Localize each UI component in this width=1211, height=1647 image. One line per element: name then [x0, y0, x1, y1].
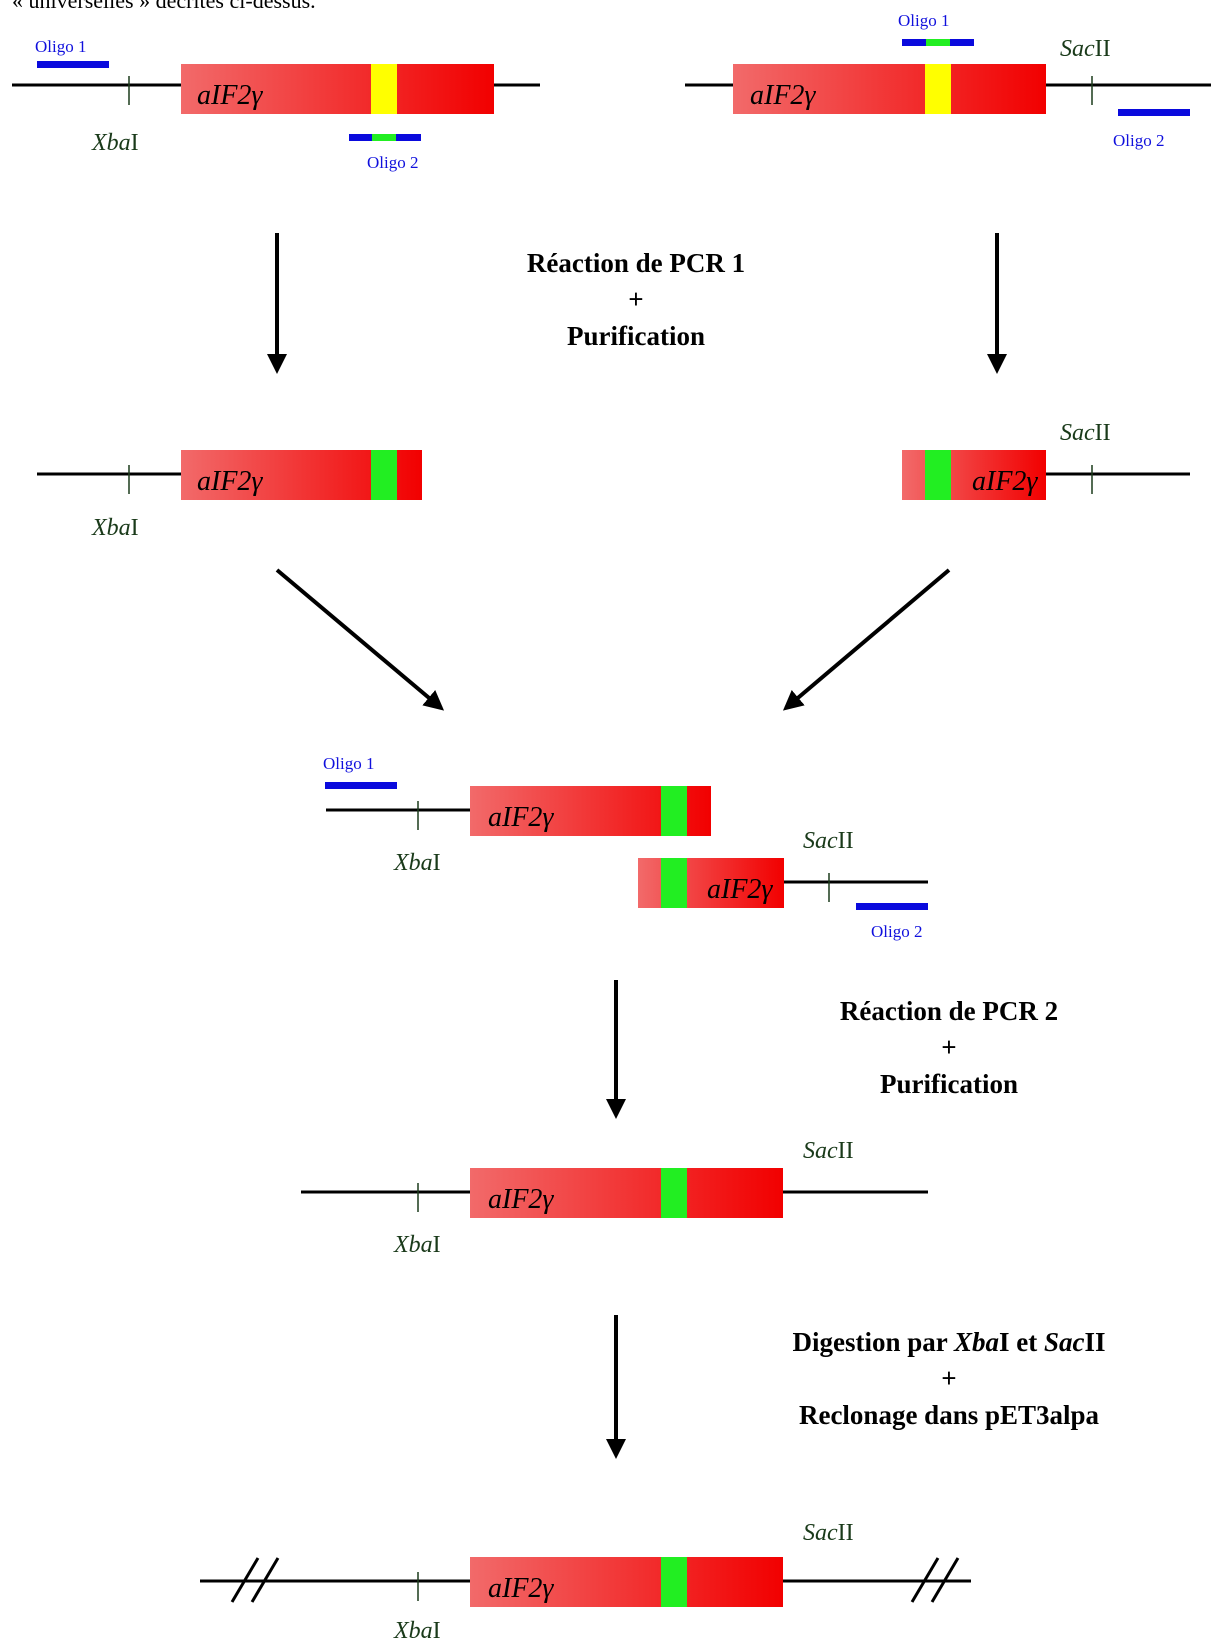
svg-text:+: + [941, 1032, 956, 1062]
svg-text:Réaction de PCR 1: Réaction de PCR 1 [527, 248, 745, 278]
oligo1-label: Oligo 1 [323, 754, 374, 773]
gene-label: aIF2γ [707, 874, 773, 905]
gene-box [470, 1557, 783, 1607]
gene-box [181, 64, 494, 114]
template-right: aIF2γ Oligo 1 Oligo 2 SacII [685, 11, 1211, 150]
xbai-label: XbaI [393, 1618, 441, 1642]
mutation-site [661, 786, 687, 836]
oligo2-bar [1118, 109, 1190, 116]
svg-text:Reclonage dans pET3alpa: Reclonage dans pET3alpa [799, 1400, 1100, 1430]
oligo2-label: Oligo 2 [1113, 131, 1164, 150]
oligo2-label: Oligo 2 [367, 153, 418, 172]
gene-box [470, 1168, 783, 1218]
template-left: Oligo 1 aIF2γ Oligo 2 XbaI [12, 37, 540, 172]
vector-break-left [230, 1557, 280, 1603]
oligo1-label: Oligo 1 [898, 11, 949, 30]
svg-text:+: + [941, 1363, 956, 1393]
gene-label: aIF2γ [488, 1184, 554, 1215]
sacii-label: SacII [803, 828, 854, 854]
intro-text: « universelles » décrites ci-dessus. [12, 0, 316, 13]
gene-label: aIF2γ [197, 466, 263, 497]
step-pcr2-label: Réaction de PCR 2 + Purification [840, 996, 1058, 1099]
svg-text:Purification: Purification [567, 321, 705, 351]
annealed-top-fragment: Oligo 1 aIF2γ XbaI [323, 754, 711, 876]
step-pcr1-label: Réaction de PCR 1 + Purification [527, 248, 745, 351]
pcr-product-right: aIF2γ SacII [902, 420, 1190, 500]
oligo1-bar [325, 782, 397, 789]
gene-label: aIF2γ [197, 80, 263, 111]
mutation-site [371, 64, 397, 114]
annealed-bottom-fragment: aIF2γ Oligo 2 SacII [638, 828, 928, 941]
sacii-label: SacII [803, 1520, 854, 1546]
oligo2-mutation [372, 134, 396, 141]
oligo1-mutation [926, 39, 950, 46]
oligo2-bar [856, 903, 928, 910]
xbai-label: XbaI [91, 515, 139, 541]
oligo2-label: Oligo 2 [871, 922, 922, 941]
gene-label: aIF2γ [488, 1573, 554, 1604]
arrow-diagonal [275, 568, 445, 711]
mutation-site [371, 450, 397, 500]
xbai-label: XbaI [91, 130, 139, 156]
gene-label: aIF2γ [488, 802, 554, 833]
oligo1-label: Oligo 1 [35, 37, 86, 56]
xbai-label: XbaI [393, 850, 441, 876]
gene-box [733, 64, 1046, 114]
mutation-site [661, 1168, 687, 1218]
svg-text:Réaction de PCR 2: Réaction de PCR 2 [840, 996, 1058, 1026]
mutation-site [925, 64, 951, 114]
svg-text:Purification: Purification [880, 1069, 1018, 1099]
sacii-label: SacII [1060, 36, 1111, 62]
svg-text:+: + [628, 284, 643, 314]
sacii-label: SacII [803, 1138, 854, 1164]
mutation-site [661, 858, 687, 908]
mutation-site [925, 450, 951, 500]
recloned-vector: aIF2γ XbaI SacII [200, 1520, 971, 1644]
oligo1-bar [37, 61, 109, 68]
xbai-label: XbaI [393, 1232, 441, 1258]
full-pcr-product: aIF2γ XbaI SacII [301, 1138, 928, 1258]
pcr-product-left: aIF2γ XbaI [37, 450, 422, 541]
sacii-label: SacII [1060, 420, 1111, 446]
gene-label: aIF2γ [750, 80, 816, 111]
step-digest-label: Digestion par XbaI et SacII + Reclonage … [792, 1327, 1105, 1430]
mutation-site [661, 1557, 687, 1607]
arrow-diagonal [782, 568, 951, 711]
gene-label: aIF2γ [972, 466, 1038, 497]
vector-break-right [910, 1557, 960, 1603]
digest-line1: Digestion par XbaI et SacII [792, 1327, 1105, 1357]
